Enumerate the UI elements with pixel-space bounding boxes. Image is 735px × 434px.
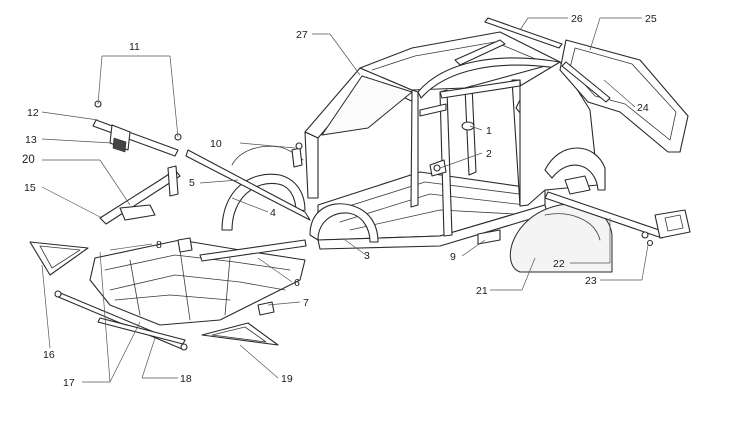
callout-15: 15 xyxy=(24,182,36,194)
rear-axle-assembly xyxy=(509,175,691,273)
callout-17: 17 xyxy=(63,377,75,389)
callout-26: 26 xyxy=(571,13,583,25)
callout-3: 3 xyxy=(364,250,370,262)
callout-11: 11 xyxy=(129,41,140,53)
rear-hatch-assembly xyxy=(484,17,689,153)
callout-20: 20 xyxy=(22,154,35,166)
callout-13: 13 xyxy=(25,134,37,146)
windshield-glass xyxy=(321,75,413,136)
callout-2: 2 xyxy=(486,148,492,160)
body-shell xyxy=(304,31,606,250)
callout-6: 6 xyxy=(294,277,300,289)
callout-16: 16 xyxy=(43,349,55,361)
callout-21: 21 xyxy=(476,285,488,297)
callout-19: 19 xyxy=(281,373,293,385)
callout-12: 12 xyxy=(27,107,39,119)
front-subframe xyxy=(29,165,307,351)
callout-9: 9 xyxy=(450,251,456,263)
callout-1: 1 xyxy=(486,125,492,137)
callout-5: 5 xyxy=(189,177,195,189)
callout-7: 7 xyxy=(303,297,309,309)
leader-lines xyxy=(41,17,649,383)
callout-8: 8 xyxy=(156,239,162,251)
callout-4: 4 xyxy=(270,207,276,219)
front-arch-panel xyxy=(185,142,311,231)
upper-crossbar-assembly xyxy=(92,100,182,157)
callout-24: 24 xyxy=(637,102,649,114)
callout-27: 27 xyxy=(296,29,308,41)
callout-10: 10 xyxy=(210,138,222,150)
callout-labels: 1 2 3 4 5 6 7 8 9 10 11 12 13 15 16 17 1… xyxy=(22,13,657,389)
callout-23: 23 xyxy=(585,275,597,287)
callout-25: 25 xyxy=(645,13,657,25)
callout-22: 22 xyxy=(553,258,565,270)
callout-18: 18 xyxy=(180,373,192,385)
